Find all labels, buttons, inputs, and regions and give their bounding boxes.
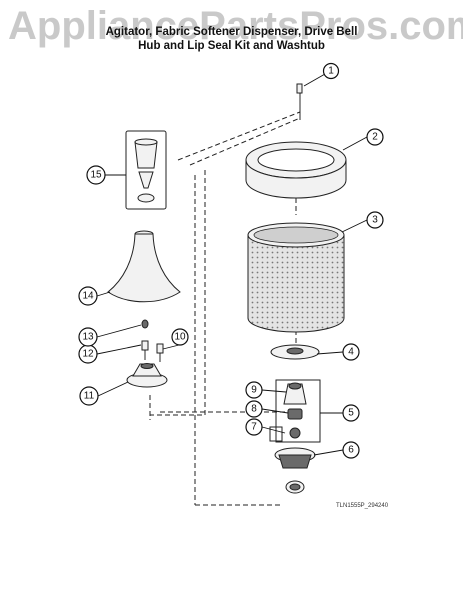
leader-line-6 (313, 449, 344, 456)
part-3-washtub (247, 222, 345, 333)
leader-line-13 (96, 324, 142, 338)
callout-number: 5 (348, 408, 354, 419)
callout-1: 1 (322, 62, 340, 80)
part-12-bolt (141, 340, 149, 360)
leader-line-8 (261, 408, 289, 414)
leader-line-1 (303, 73, 326, 87)
leader-line-3 (341, 219, 368, 233)
callout-number: 3 (372, 215, 378, 226)
leader-line-11 (97, 381, 129, 397)
callout-number: 9 (251, 385, 257, 396)
leader-line-4 (316, 351, 344, 355)
leader-line-7 (261, 426, 286, 434)
callout-number: 7 (251, 422, 257, 433)
assembly-guide-line (177, 111, 301, 166)
assembly-guide-line (194, 175, 280, 506)
diagram-title-line-2: Hub and Lip Seal Kit and Washtub (138, 40, 325, 52)
watermark-text: AppliancePartsPros.com (8, 4, 463, 48)
callout-number: 14 (82, 291, 94, 302)
callout-12: 12 (78, 344, 98, 364)
part-9-hub (283, 382, 307, 405)
callout-9: 9 (245, 381, 263, 399)
part-7-bracket (269, 426, 283, 442)
callout-14: 14 (78, 286, 98, 306)
part-14-agitator (107, 230, 181, 303)
part-10-bolt (156, 343, 164, 362)
part-13-washer (141, 319, 149, 329)
callout-10: 10 (171, 328, 189, 346)
callout-3: 3 (366, 211, 384, 229)
callout-6: 6 (342, 441, 360, 459)
callout-number: 12 (82, 349, 94, 360)
part-2-balance-ring (245, 141, 347, 199)
callout-4: 4 (342, 343, 360, 361)
part-6-drive-bell (274, 447, 316, 494)
assembly-guide-line (149, 395, 285, 420)
callout-5: 5 (342, 404, 360, 422)
callout-number: 8 (251, 404, 257, 415)
callout-number: 6 (348, 445, 354, 456)
callout-number: 4 (348, 347, 354, 358)
callout-11: 11 (79, 386, 99, 406)
leader-line-12 (96, 344, 142, 355)
leader-line-10 (162, 344, 180, 350)
callout-number: 1 (328, 66, 334, 77)
callout-number: 2 (372, 132, 378, 143)
callout-13: 13 (78, 327, 98, 347)
part-15-bracket (125, 130, 167, 210)
callout-number: 15 (90, 170, 102, 181)
callout-number: 13 (82, 332, 94, 343)
part-15-fabric-softener-dispenser (134, 138, 158, 203)
part-11-agitator-base (126, 363, 168, 388)
callout-number: 11 (84, 391, 95, 402)
leader-line-14 (96, 291, 111, 297)
diagram-reference-code: TLN1555P_294240 (336, 503, 389, 509)
part-7-seal (289, 427, 301, 439)
part-1-screw (296, 83, 303, 120)
part-8-nut (287, 408, 303, 420)
part-4-flange (270, 344, 320, 360)
callout-2: 2 (366, 128, 384, 146)
callout-number: 10 (174, 332, 186, 343)
callout-8: 8 (245, 400, 263, 418)
callout-7: 7 (245, 418, 263, 436)
leader-line-2 (342, 136, 368, 151)
callout-15: 15 (86, 165, 106, 185)
diagram-title-line-1: Agitator, Fabric Softener Dispenser, Dri… (105, 26, 358, 38)
assembly-guide-line (150, 170, 206, 416)
leader-line-9 (261, 389, 287, 393)
